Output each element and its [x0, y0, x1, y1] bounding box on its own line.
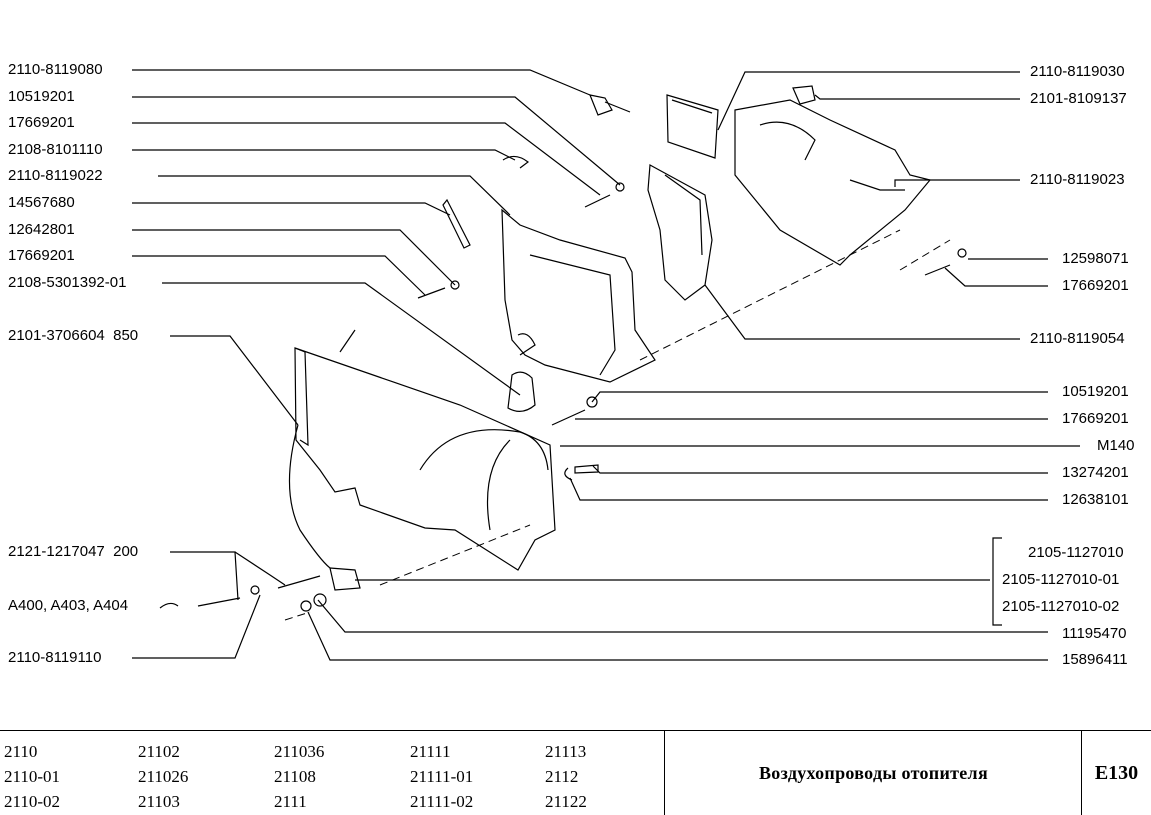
callout-label: 2101-8109137 [1030, 90, 1127, 107]
callout-label: 13274201 [1062, 464, 1129, 481]
callout-label: 11195470 [1062, 625, 1127, 642]
model-code: 21111 [410, 742, 451, 761]
sheet-title: Воздухопроводы отопителя [759, 762, 988, 783]
callout-label: A400, A403, A404 [8, 597, 129, 614]
callout-label: 2105-1127010-01 [1002, 571, 1120, 588]
callout-label: 2121-1217047 200 [8, 543, 139, 560]
callout-label: 2101-3706604 850 [8, 327, 139, 344]
callout-label: 2110-8119023 [1030, 171, 1125, 188]
callout-label: 17669201 [1062, 277, 1129, 294]
callout-label: 2110-8119054 [1030, 330, 1125, 347]
divider [664, 731, 665, 815]
model-code: 21122 [545, 792, 587, 811]
model-code: 2112 [545, 767, 579, 786]
callout-label: 2108-8101110 [8, 141, 103, 158]
callout-label: 17669201 [8, 114, 75, 131]
callout-label: 12638101 [1062, 491, 1129, 508]
callout-label: 2105-1127010 [1028, 544, 1124, 561]
sheet-code: E130 [1094, 761, 1139, 784]
callout-label: 2110-8119022 [8, 167, 103, 184]
callout-label: 2110-8119080 [8, 61, 103, 78]
model-code: 2111 [274, 792, 307, 811]
callout-label: 10519201 [1062, 383, 1129, 400]
callout-label: 12642801 [8, 221, 75, 238]
callout-label: 2108-5301392-01 [8, 274, 127, 291]
model-code: 21108 [274, 767, 316, 786]
callout-label: 17669201 [1062, 410, 1129, 427]
model-code: 2110-02 [4, 792, 61, 811]
callout-label: 2105-1127010-02 [1002, 598, 1120, 615]
callout-label: M140 [1097, 437, 1135, 454]
model-code: 21113 [545, 742, 587, 761]
model-code: 21103 [138, 792, 180, 811]
exploded-parts-drawing [132, 69, 1080, 661]
divider [1081, 731, 1082, 815]
callout-label: 17669201 [8, 247, 75, 264]
model-code: 2110 [4, 742, 38, 761]
model-code: 21111-01 [410, 767, 474, 786]
model-code: 211036 [274, 742, 325, 761]
model-code: 211026 [138, 767, 189, 786]
model-code: 2110-01 [4, 767, 61, 786]
callout-label: 10519201 [8, 88, 75, 105]
title-block: 2110 2110-01 2110-02 21102 211026 21103 … [0, 730, 1151, 815]
model-code: 21111-02 [410, 792, 474, 811]
model-code: 21102 [138, 742, 180, 761]
callout-label: 2110-8119030 [1030, 63, 1125, 80]
callout-label: 2110-8119110 [8, 649, 102, 666]
callout-label: 14567680 [8, 194, 75, 211]
callout-label: 12598071 [1062, 250, 1129, 267]
callout-label: 15896411 [1062, 651, 1128, 668]
